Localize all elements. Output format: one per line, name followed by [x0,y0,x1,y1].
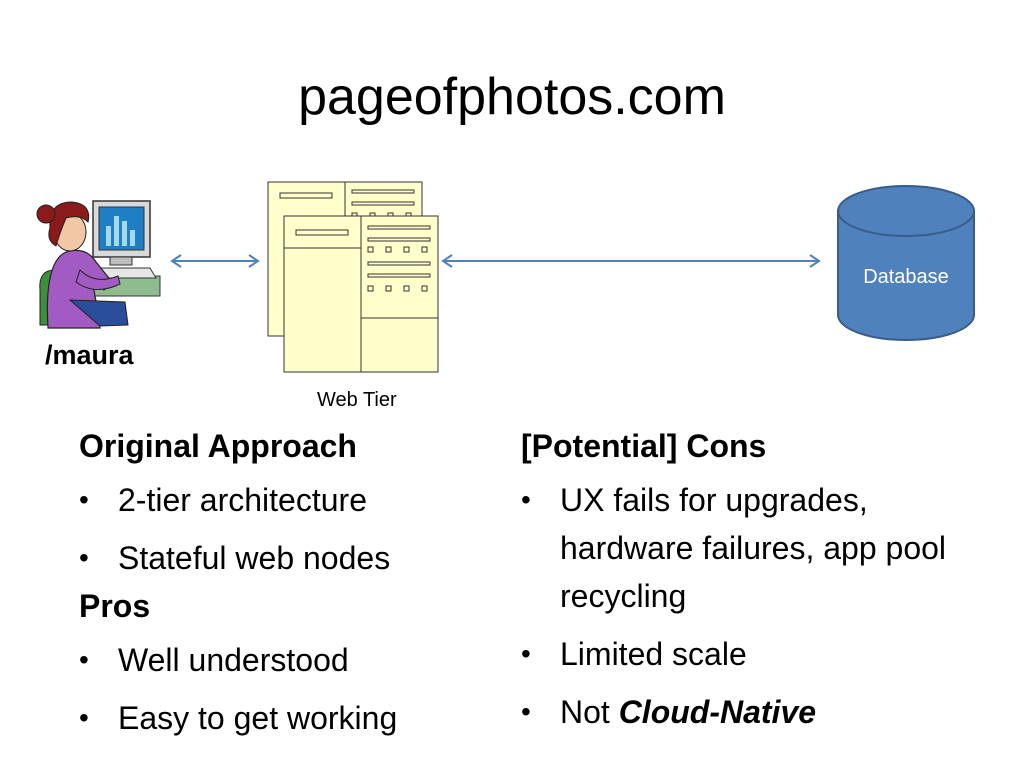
bullet-icon: • [79,702,89,733]
pros-list: • Well understood • Easy to get working [79,636,479,742]
bullet-icon: • [79,542,89,573]
list-item: • Limited scale [521,630,951,678]
webtier-database-arrow [441,254,821,268]
list-item: • Stateful web nodes [79,534,479,582]
bullet-icon: • [521,696,531,727]
list-item-prefix: Not [560,694,619,730]
list-item-text: Well understood [118,642,349,678]
original-approach-heading: Original Approach [79,428,357,464]
list-item-text: Limited scale [560,636,747,672]
list-item: • Well understood [79,636,479,684]
bullet-icon: • [521,638,531,669]
list-item: • Easy to get working [79,694,479,742]
left-column: Original Approach • 2-tier architecture •… [79,426,479,742]
cons-list: • UX fails for upgrades, hardware failure… [521,476,951,736]
original-approach-list: • 2-tier architecture • Stateful web nodes [79,476,479,582]
bullet-icon: • [521,484,531,515]
bullet-icon: • [79,484,89,515]
cloud-native-emphasis: Cloud-Native [618,694,817,730]
cons-heading: [Potential] Cons [521,428,767,464]
user-label: /maura [45,340,134,370]
user-webtier-arrow [170,254,260,268]
list-item-text: Easy to get working [118,700,398,736]
bullet-icon: • [79,644,89,675]
database-cylinder-icon [837,185,975,341]
list-item-text: UX fails for upgrades, hardware failures… [560,482,947,614]
list-item: • Not Cloud-Native [521,688,951,736]
slide-title: pageofphotos.com [298,68,726,126]
web-tier-label: Web Tier [317,389,397,411]
list-item-text: 2-tier architecture [118,482,367,518]
database-label: Database [863,266,949,288]
web-tier-pages-icon [267,181,439,373]
list-item: • 2-tier architecture [79,476,479,524]
list-item-text: Stateful web nodes [118,540,391,576]
pros-heading: Pros [79,588,151,624]
right-column: [Potential] Cons • UX fails for upgrades,… [521,426,951,736]
user-computer-icon [36,200,161,329]
list-item: • UX fails for upgrades, hardware failure… [521,476,951,620]
